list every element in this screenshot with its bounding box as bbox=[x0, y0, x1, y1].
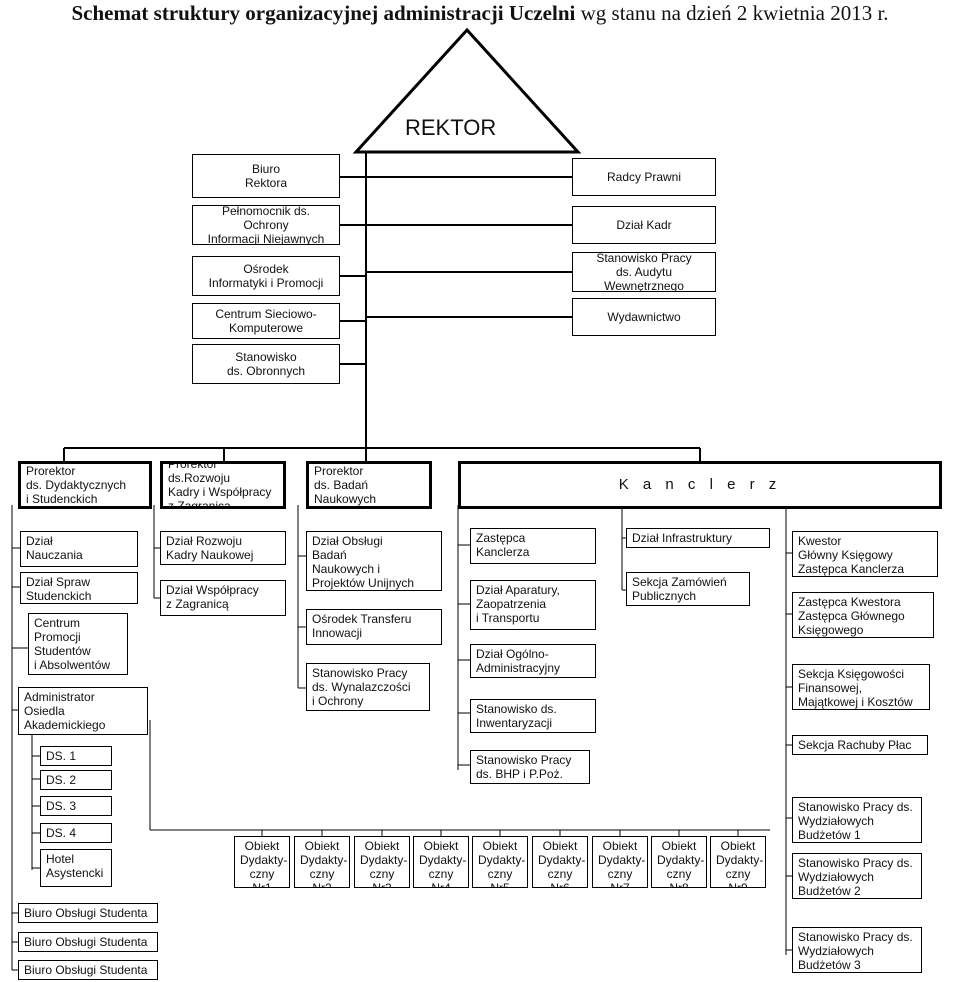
obiekt-dydaktyczny-2: Obiekt Dydakty- czny Nr2 bbox=[294, 836, 350, 888]
rektor-label: REKTOR bbox=[405, 115, 497, 140]
sekcja-zamowien: Sekcja Zamówień Publicznych bbox=[626, 572, 750, 606]
unit-audyt: Stanowisko Pracy ds. Audytu Wewnętrznego bbox=[572, 252, 716, 292]
kwestor: Kwestor Główny Księgowy Zastępca Kancler… bbox=[792, 531, 938, 577]
obiekt-dydaktyczny-3: Obiekt Dydakty- czny Nr3 bbox=[354, 836, 410, 888]
unit-pelnomocnik-ochrony: Pełnomocnik ds. Ochrony Informacji Nieja… bbox=[192, 205, 340, 245]
zastepca-kanclerza: Zastępca Kanclerza bbox=[470, 528, 596, 564]
prorektor-dydaktyka: Prorektor ds. Dydaktycznych i Studenckic… bbox=[18, 461, 152, 509]
dorm-ds4: DS. 4 bbox=[40, 823, 112, 843]
sekcja-ksiegowosci: Sekcja Księgowości Finansowej, Majątkowe… bbox=[792, 664, 930, 710]
dorm-ds2: DS. 2 bbox=[40, 770, 112, 790]
obiekt-dydaktyczny-6: Obiekt Dydakty- czny Nr6 bbox=[532, 836, 588, 888]
biuro-obslugi-studenta-3: Biuro Obsługi Studenta 3 bbox=[18, 960, 158, 980]
dzial-aparatury: Dział Aparatury, Zaopatrzenia i Transpor… bbox=[470, 580, 596, 630]
unit-osrodek-informatyki: Ośrodek Informatyki i Promocji bbox=[192, 256, 340, 296]
unit-wydawnictwo: Wydawnictwo bbox=[572, 298, 716, 336]
osrodek-transferu: Ośrodek Transferu Innowacji bbox=[306, 609, 442, 645]
dorm-ds3: DS. 3 bbox=[40, 796, 112, 816]
sekcja-rachuby-plac: Sekcja Rachuby Płac bbox=[792, 735, 928, 755]
obiekt-dydaktyczny-9: Obiekt Dydakty- czny Nr9 bbox=[710, 836, 766, 888]
stanowisko-budzetow-3: Stanowisko Pracy ds. Wydziałowych Budżet… bbox=[792, 927, 922, 973]
kanclerz: K a n c l e r z bbox=[458, 461, 942, 509]
chart-title-main: Schemat struktury organizacyjnej adminis… bbox=[71, 1, 576, 25]
zastepca-kwestora: Zastępca Kwestora Zastępca Głównego Księ… bbox=[792, 592, 934, 638]
dzial-rozwoju-kadry: Dział Rozwoju Kadry Naukowej bbox=[160, 531, 286, 565]
stanowisko-bhp: Stanowisko Pracy ds. BHP i P.Poż. bbox=[470, 750, 590, 784]
biuro-obslugi-studenta-1: Biuro Obsługi Studenta 1 bbox=[18, 903, 158, 923]
dzial-spraw-studenckich: Dział Spraw Studenckich bbox=[20, 572, 138, 604]
dzial-ogolno-administracyjny: Dział Ogólno- Administracyjny bbox=[470, 644, 596, 678]
obiekt-dydaktyczny-7: Obiekt Dydakty- czny Nr7 bbox=[592, 836, 648, 888]
rektor-triangle bbox=[352, 27, 582, 154]
dzial-wspolpracy: Dział Współpracy z Zagranicą bbox=[160, 580, 286, 616]
dorm-ds1: DS. 1 bbox=[40, 746, 112, 766]
unit-dzial-kadr: Dział Kadr bbox=[572, 206, 716, 244]
chart-title-date: wg stanu na dzień 2 kwietnia 2013 r. bbox=[575, 1, 889, 25]
dzial-infrastruktury: Dział Infrastruktury bbox=[626, 528, 770, 548]
stanowisko-wynalazczosci: Stanowisko Pracy ds. Wynalazczości i Och… bbox=[306, 663, 430, 711]
prorektor-badania: Prorektor ds. Badań Naukowych bbox=[306, 461, 432, 509]
chart-title: Schemat struktury organizacyjnej adminis… bbox=[0, 0, 960, 26]
dzial-obslugi-badan: Dział Obsługi Badań Naukowych i Projektó… bbox=[306, 531, 442, 591]
biuro-obslugi-studenta-2: Biuro Obsługi Studenta 2 bbox=[18, 932, 158, 952]
unit-centrum-sieciowe: Centrum Sieciowo- Komputerowe bbox=[192, 303, 340, 339]
obiekt-dydaktyczny-4: Obiekt Dydakty- czny Nr4 bbox=[413, 836, 469, 888]
unit-biuro-rektora: Biuro Rektora bbox=[192, 154, 340, 198]
obiekt-dydaktyczny-8: Obiekt Dydakty- czny Nr8 bbox=[651, 836, 707, 888]
stanowisko-budzetow-2: Stanowisko Pracy ds. Wydziałowych Budżet… bbox=[792, 853, 922, 899]
centrum-promocji: Centrum Promocji Studentów i Absolwentów bbox=[28, 613, 128, 675]
unit-radcy-prawni: Radcy Prawni bbox=[572, 158, 716, 196]
stanowisko-inwentaryzacji: Stanowisko ds. Inwentaryzacji Ciągłej bbox=[470, 699, 596, 733]
prorektor-rozwoj: Prorektor ds.Rozwoju Kadry i Współpracy … bbox=[160, 461, 286, 509]
stanowisko-budzetow-1: Stanowisko Pracy ds. Wydziałowych Budżet… bbox=[792, 797, 922, 843]
obiekt-dydaktyczny-5: Obiekt Dydakty- czny Nr5 bbox=[472, 836, 528, 888]
unit-stanowisko-obronne: Stanowisko ds. Obronnych bbox=[192, 344, 340, 384]
administrator-osiedla: Administrator Osiedla Akademickiego bbox=[18, 687, 148, 735]
obiekt-dydaktyczny-1: Obiekt Dydakty- czny Nr1 bbox=[234, 836, 290, 888]
dzial-nauczania: Dział Nauczania bbox=[20, 531, 138, 567]
hotel-asystencki: Hotel Asystencki bbox=[40, 849, 112, 887]
